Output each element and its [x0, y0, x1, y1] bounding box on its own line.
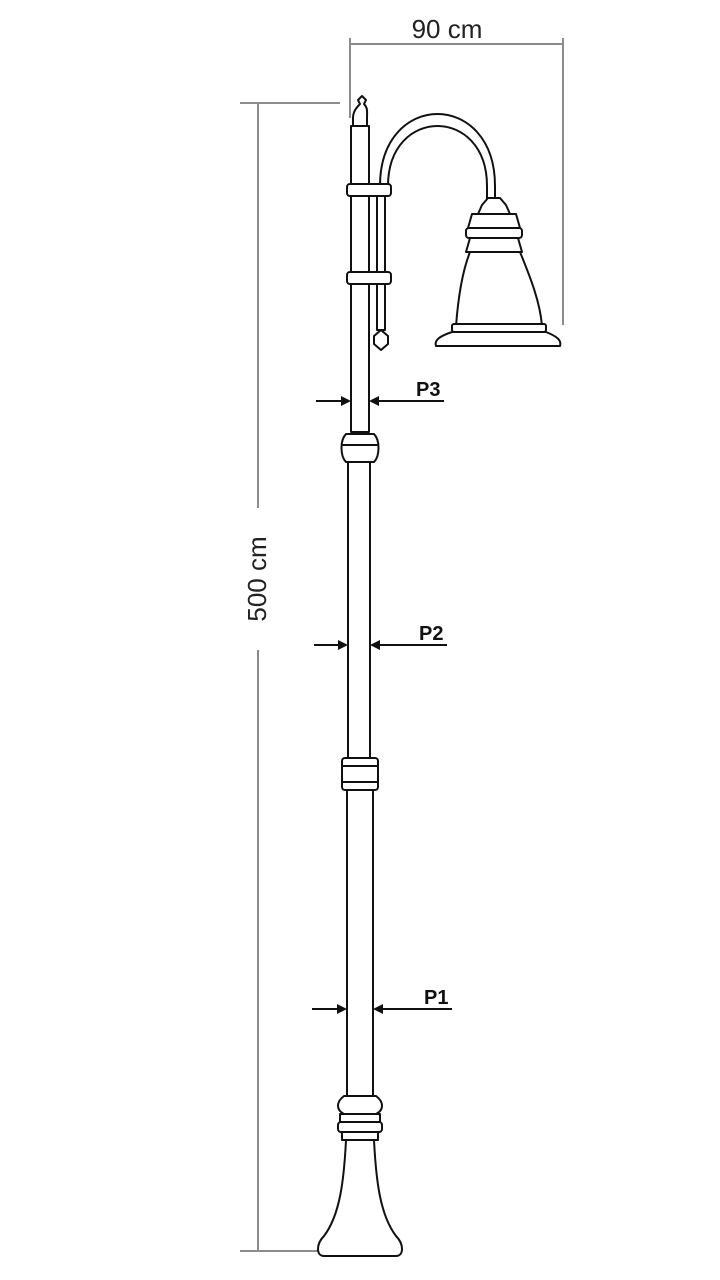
base-foot [317, 1139, 403, 1257]
height-dimension: 500 cm [240, 102, 340, 1252]
diameter-marker-p3: P3 [316, 379, 444, 406]
diameter-marker-p1: P1 [312, 987, 452, 1014]
pole-top-section [346, 95, 392, 433]
lamp-arm [379, 113, 496, 203]
pole-middle-section [347, 461, 371, 759]
pole-lower-section [346, 789, 374, 1097]
lamp-cap [477, 197, 511, 215]
lamp-shade [455, 251, 543, 327]
lamp-rim [434, 331, 562, 347]
arm-clamp-upper [346, 183, 392, 197]
width-dimension: 90 cm [349, 14, 564, 325]
diameter-label-p2: P2 [419, 623, 443, 645]
lamp-head [379, 113, 562, 347]
width-dimension-label: 90 cm [412, 14, 483, 44]
pole-base [317, 1095, 403, 1257]
pole-joint-lower [341, 757, 379, 791]
pole-joint-upper [340, 433, 380, 463]
diameter-label-p1: P1 [424, 987, 448, 1009]
finial [352, 95, 369, 127]
arm-clamp-lower [346, 271, 392, 285]
height-dimension-label: 500 cm [242, 536, 272, 621]
diameter-marker-p2: P2 [314, 623, 447, 650]
side-rod [373, 189, 389, 351]
diameter-label-p3: P3 [416, 379, 440, 401]
